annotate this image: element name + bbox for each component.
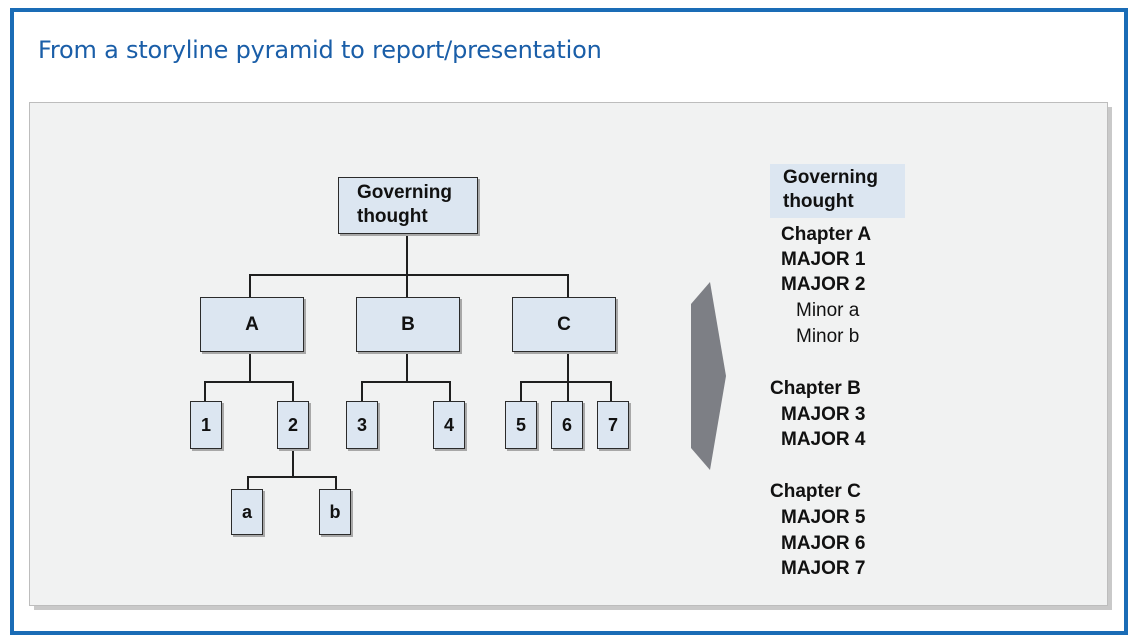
connector-to-7 [610, 381, 612, 402]
node-a-label: A [245, 313, 259, 335]
connector-to-a [249, 274, 251, 298]
connector-b-bar [361, 381, 451, 383]
connector-to-5 [520, 381, 522, 402]
outline-chapter-c: Chapter C [770, 481, 861, 502]
node-b-label: B [401, 313, 415, 335]
governing-thought-node: Governing thought [338, 177, 478, 234]
connector-to-b [406, 274, 408, 298]
node-6-label: 6 [561, 414, 572, 435]
node-b-sub: b [319, 489, 351, 535]
node-3-label: 3 [356, 414, 367, 435]
connector-to-4 [449, 381, 451, 402]
node-c: C [512, 297, 616, 352]
connector-2-bar [247, 476, 337, 478]
connector-to-a-sub [247, 476, 249, 491]
connector-to-c [567, 274, 569, 298]
connector-c-bar [520, 381, 612, 383]
outline-major-4: MAJOR 4 [781, 429, 866, 450]
node-1: 1 [190, 401, 222, 449]
slide-title: From a storyline pyramid to report/prese… [38, 36, 602, 64]
connector-b-down [406, 352, 408, 383]
node-6: 6 [551, 401, 583, 449]
outline-minor-b: Minor b [796, 326, 860, 347]
governing-thought-label: Governing thought [357, 182, 453, 227]
connector-2-down [292, 450, 294, 478]
node-7-label: 7 [607, 414, 618, 435]
connector-to-b-sub [335, 476, 337, 491]
node-5: 5 [505, 401, 537, 449]
node-2-label: 2 [287, 414, 298, 435]
node-b-sub-label: b [329, 501, 341, 522]
node-4-label: 4 [443, 414, 454, 435]
connector-a-down [249, 352, 251, 383]
node-b: B [356, 297, 460, 352]
node-1-label: 1 [200, 414, 211, 435]
outline-major-5: MAJOR 5 [781, 507, 866, 528]
outline-major-3: MAJOR 3 [781, 404, 866, 425]
connector-to-2 [292, 381, 294, 402]
right-arrow-icon [691, 282, 726, 470]
node-2: 2 [277, 401, 309, 449]
node-a-sub-label: a [241, 501, 252, 522]
node-4: 4 [433, 401, 465, 449]
connector-c-down [567, 352, 569, 404]
node-a: A [200, 297, 304, 352]
arrow-shape [691, 282, 726, 470]
outline-minor-a: Minor a [796, 300, 860, 321]
node-7: 7 [597, 401, 629, 449]
connector-to-3 [361, 381, 363, 402]
outline-major-6: MAJOR 6 [781, 533, 866, 554]
node-3: 3 [346, 401, 378, 449]
outline-major-1: MAJOR 1 [781, 249, 866, 270]
node-a-sub: a [231, 489, 263, 535]
node-5-label: 5 [515, 414, 526, 435]
node-c-label: C [557, 313, 571, 335]
outline-major-2: MAJOR 2 [781, 274, 866, 295]
outline-chapter-a: Chapter A [781, 224, 872, 245]
outline-major-7: MAJOR 7 [781, 558, 866, 579]
connector-to-1 [204, 381, 206, 402]
outline-governing-thought: Governing thought [770, 164, 905, 218]
connector-level1-bar [249, 274, 569, 276]
connector-a-bar [204, 381, 294, 383]
connector-root-down [406, 234, 408, 276]
outline-chapter-b: Chapter B [770, 378, 861, 399]
outline-governing-thought-label: Governing thought [783, 167, 879, 212]
